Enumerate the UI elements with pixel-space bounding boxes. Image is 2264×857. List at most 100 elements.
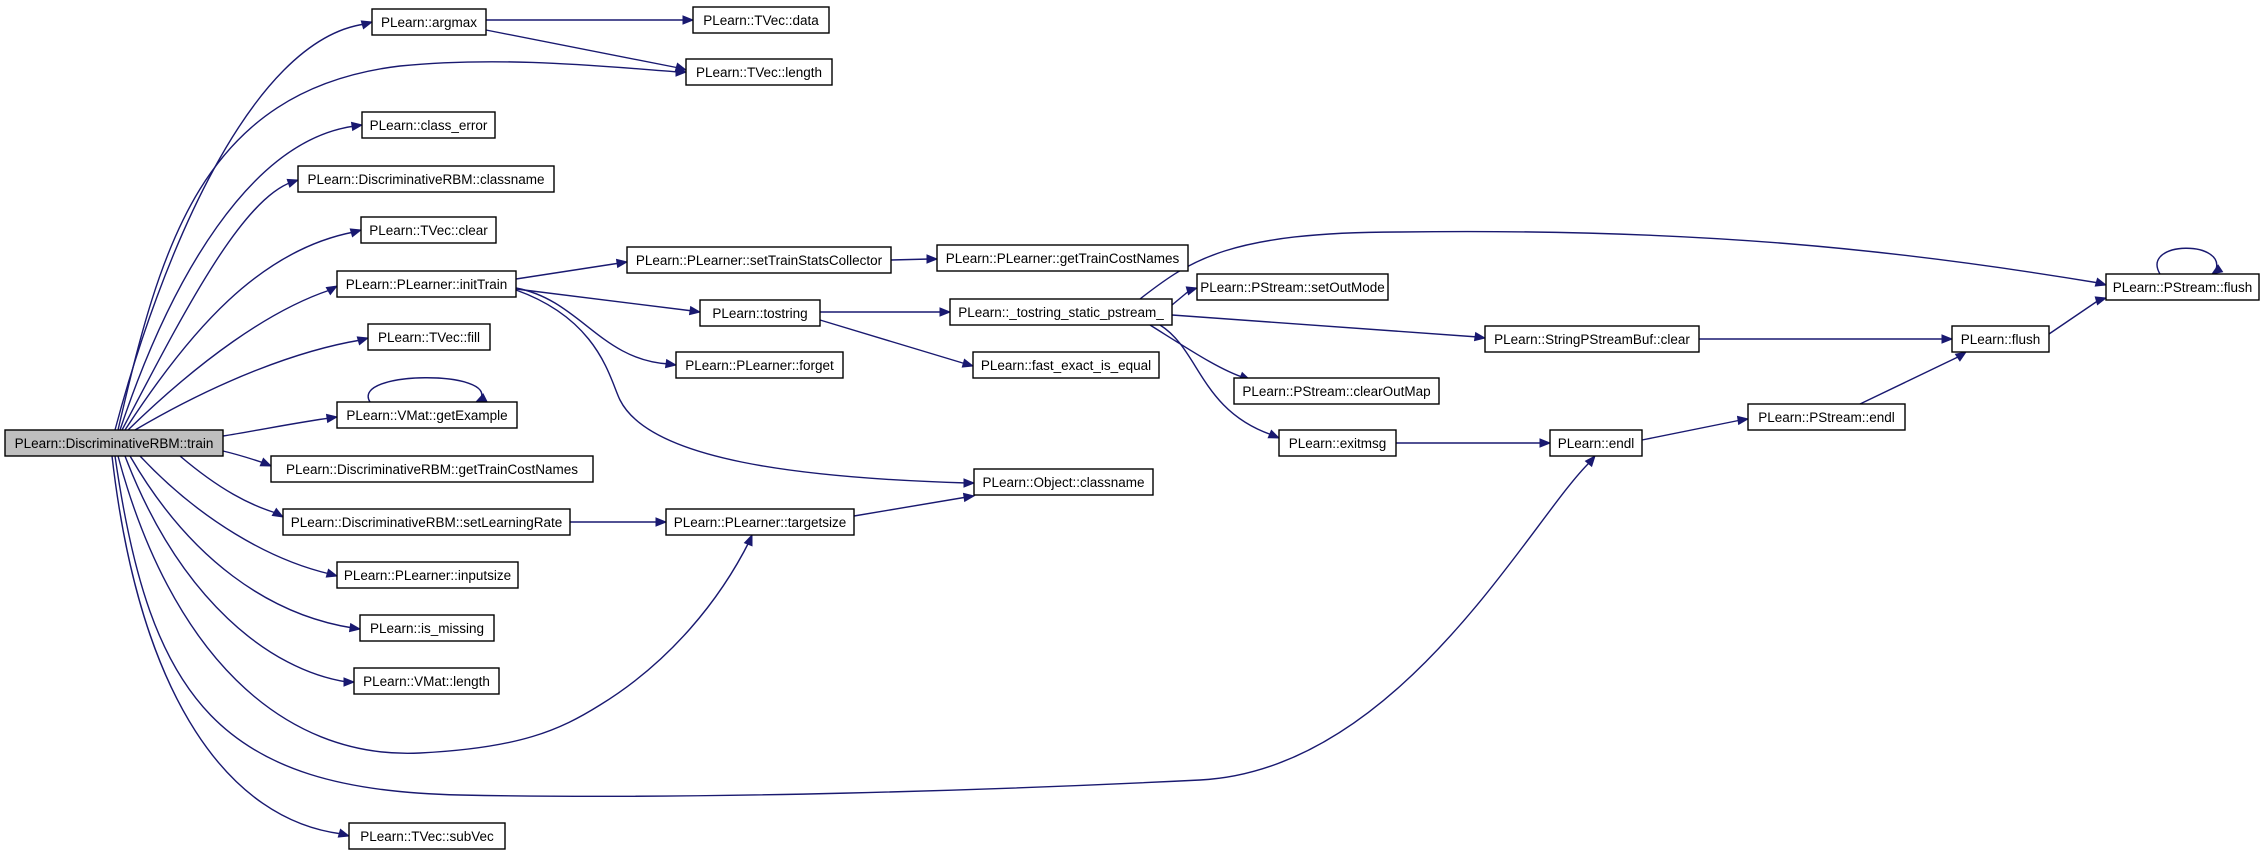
edge-line <box>853 496 968 517</box>
node-pstream-endl[interactable]: PLearn::PStream::endl <box>1747 403 1906 431</box>
node-forget[interactable]: PLearn::PLearner::forget <box>675 351 844 379</box>
edge-line <box>124 231 355 431</box>
edge-arrowhead <box>360 20 374 30</box>
node-tvec-fill[interactable]: PLearn::TVec::fill <box>367 323 491 351</box>
node-label: PLearn::DiscriminativeRBM::getTrainCostN… <box>286 462 578 477</box>
node-setoutmode[interactable]: PLearn::PStream::setOutMode <box>1196 273 1389 301</box>
node-label: PLearn::Object::classname <box>982 475 1144 490</box>
node-inputsize[interactable]: PLearn::PLearner::inputsize <box>336 561 519 589</box>
edge-arrowhead <box>1736 415 1750 426</box>
node-box <box>973 468 1154 496</box>
node-box <box>692 6 830 34</box>
node-spsb-clear[interactable]: PLearn::StringPStreamBuf::clear <box>1484 325 1700 353</box>
node-object-classname[interactable]: PLearn::Object::classname <box>973 468 1154 496</box>
edge-train-to-tvec-clear <box>124 228 363 431</box>
edge-arrowhead <box>664 358 678 369</box>
node-tostring[interactable]: PLearn::tostring <box>699 299 821 327</box>
node-label: PLearn::endl <box>1558 436 1635 451</box>
edge-line <box>124 455 348 683</box>
edge-line <box>127 289 331 431</box>
edge-arrowhead <box>350 121 364 132</box>
node-box <box>2105 273 2260 301</box>
node-box <box>361 111 496 139</box>
node-box <box>4 429 224 457</box>
node-drbm-gettraincost[interactable]: PLearn::DiscriminativeRBM::getTrainCostN… <box>270 455 594 483</box>
edge-setlearningrate-to-targetsize <box>570 517 668 527</box>
edge-line <box>111 455 343 835</box>
node-fast-exact[interactable]: PLearn::fast_exact_is_equal <box>972 351 1160 379</box>
node-settrainstats[interactable]: PLearn::PLearner::setTrainStatsCollector <box>626 246 892 274</box>
node-subvec[interactable]: PLearn::TVec::subVec <box>348 822 506 850</box>
node-label: PLearn::PStream::setOutMode <box>1200 280 1385 295</box>
node-tvec-clear[interactable]: PLearn::TVec::clear <box>360 216 497 244</box>
node-clearoutmap[interactable]: PLearn::PStream::clearOutMap <box>1233 377 1440 405</box>
node-targetsize[interactable]: PLearn::PLearner::targetsize <box>665 508 855 536</box>
edge-arrowhead <box>343 677 356 687</box>
edge-line <box>2048 299 2100 335</box>
node-box <box>360 216 497 244</box>
edge-arrowhead <box>337 828 351 838</box>
edge-arrowhead <box>655 517 668 527</box>
edge-arrowhead <box>926 254 939 264</box>
node-label: PLearn::argmax <box>381 15 477 30</box>
node-class-error[interactable]: PLearn::class_error <box>361 111 496 139</box>
edge-train-to-inittrain <box>127 285 339 431</box>
node-tvec-data[interactable]: PLearn::TVec::data <box>692 6 830 34</box>
edge-train-to-inputsize <box>139 455 339 578</box>
edge-line <box>367 377 483 403</box>
node-inittrain[interactable]: PLearn::PLearner::initTrain <box>336 270 517 298</box>
node-tostring-static[interactable]: PLearn::_tostring_static_pstream_ <box>949 298 1173 326</box>
edge-arrowhead <box>688 305 702 316</box>
node-label: PLearn::fast_exact_is_equal <box>981 358 1151 373</box>
node-setlearningrate[interactable]: PLearn::DiscriminativeRBM::setLearningRa… <box>282 508 571 536</box>
edge-inittrain-to-object-classname <box>515 289 976 488</box>
node-label: PLearn::PLearner::setTrainStatsCollector <box>636 253 883 268</box>
edge-arrowhead <box>743 533 753 547</box>
edge-arrowhead <box>939 307 952 317</box>
node-train[interactable]: PLearn::DiscriminativeRBM::train <box>4 429 224 457</box>
edge-line <box>2156 247 2218 275</box>
edge-line <box>179 455 277 514</box>
node-box <box>626 246 892 274</box>
node-label: PLearn::PLearner::initTrain <box>346 277 508 292</box>
node-getexample[interactable]: PLearn::VMat::getExample <box>336 401 518 429</box>
edge-line <box>134 339 362 431</box>
node-vmat-length[interactable]: PLearn::VMat::length <box>353 667 500 695</box>
edge-arrowhead <box>1539 438 1552 448</box>
edge-getexample-to-getexample <box>367 377 488 403</box>
node-box <box>348 822 506 850</box>
node-gettraincostnames[interactable]: PLearn::PLearner::getTrainCostNames <box>936 244 1189 272</box>
node-label: PLearn::_tostring_static_pstream_ <box>958 305 1164 320</box>
node-tvec-length[interactable]: PLearn::TVec::length <box>685 58 833 86</box>
edge-arrowhead <box>259 457 273 467</box>
edge-line <box>119 125 356 431</box>
edge-line <box>114 455 1591 798</box>
edge-tostring-static-to-setoutmode <box>1171 286 1199 306</box>
node-drbm-classname[interactable]: PLearn::DiscriminativeRBM::classname <box>297 165 555 193</box>
edge-train-to-argmax <box>114 20 374 431</box>
edge-line <box>222 450 265 464</box>
node-label: PLearn::PStream::clearOutMap <box>1242 384 1430 399</box>
edge-line <box>515 262 621 280</box>
node-exitmsg[interactable]: PLearn::exitmsg <box>1278 429 1397 457</box>
node-box <box>282 508 571 536</box>
edge-train-to-setlearningrate <box>179 455 285 518</box>
node-label: PLearn::PLearner::targetsize <box>674 515 847 530</box>
node-argmax[interactable]: PLearn::argmax <box>371 8 487 36</box>
node-label: PLearn::exitmsg <box>1289 436 1387 451</box>
node-box <box>685 58 833 86</box>
edge-arrowhead <box>271 507 285 518</box>
edge-arrowhead <box>963 478 976 488</box>
edge-train-to-targetsize <box>117 455 753 754</box>
node-pstream-flush[interactable]: PLearn::PStream::flush <box>2105 273 2260 301</box>
edge-arrowhead <box>1954 351 1968 362</box>
node-is-missing[interactable]: PLearn::is_missing <box>359 614 495 642</box>
node-label: PLearn::TVec::length <box>696 65 822 80</box>
edge-arrowhead <box>1473 331 1487 342</box>
node-label: PLearn::VMat::length <box>363 674 490 689</box>
edge-arrowhead <box>1185 286 1199 296</box>
node-flush[interactable]: PLearn::flush <box>1951 325 2050 353</box>
edge-arrowhead <box>325 413 339 424</box>
node-endl[interactable]: PLearn::endl <box>1549 429 1643 457</box>
